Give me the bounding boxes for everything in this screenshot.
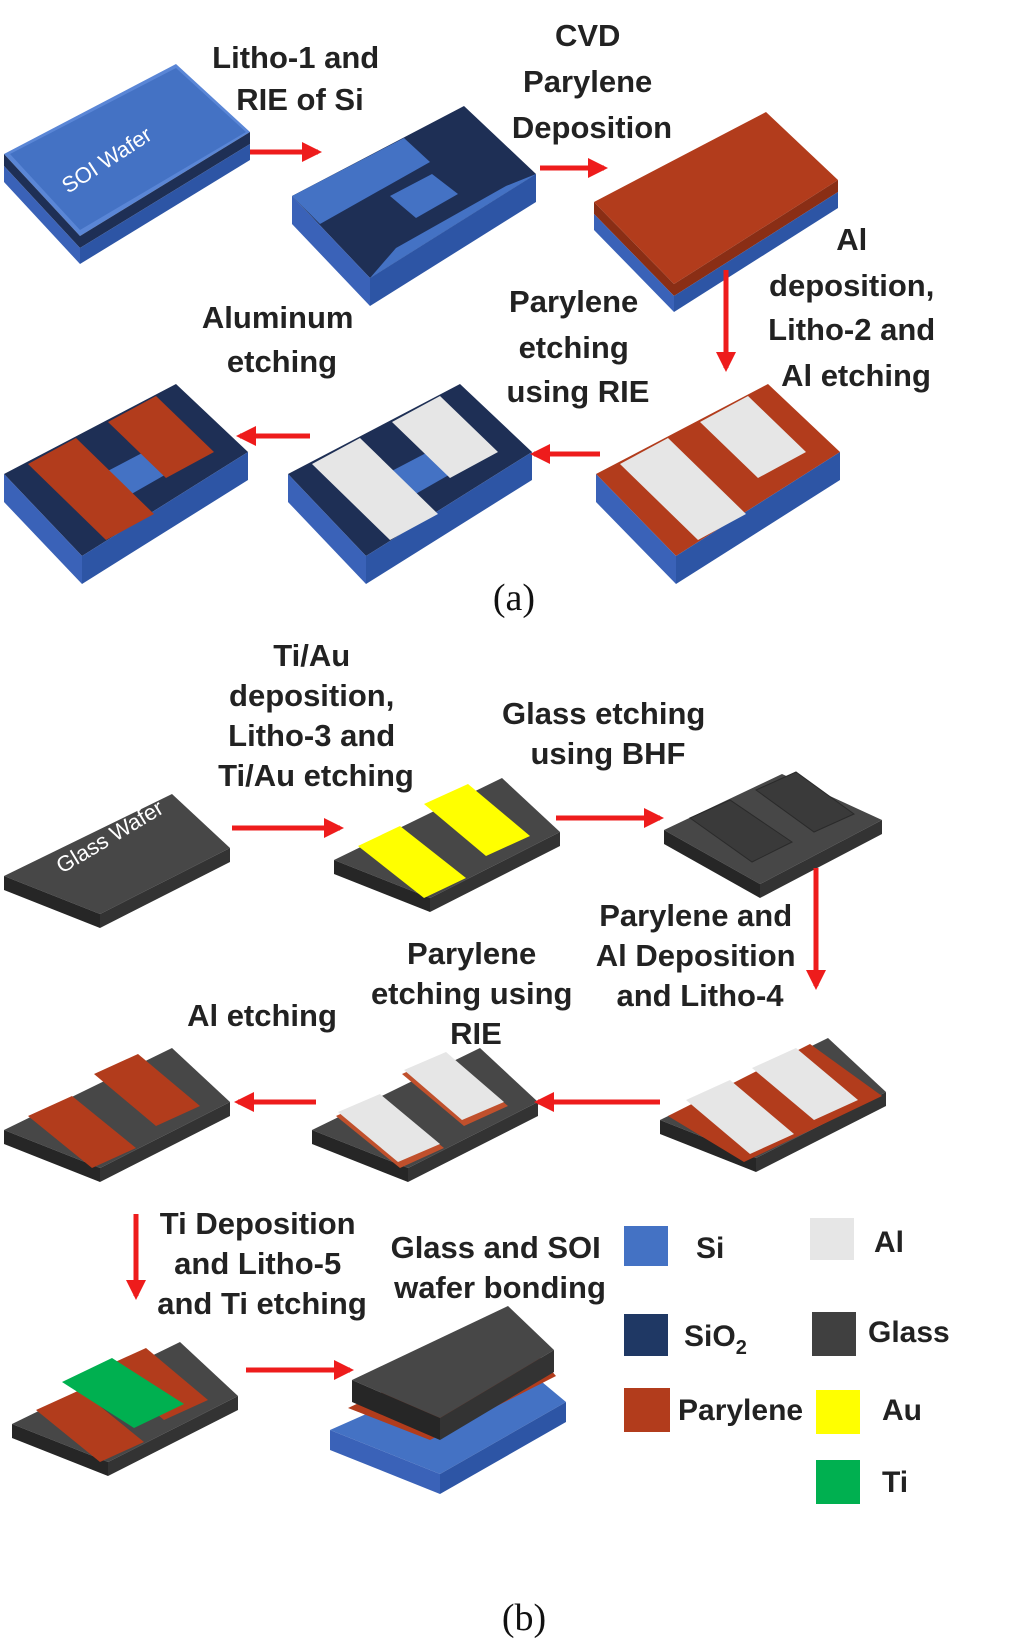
step-label-aluminum-etching: Aluminum etching	[202, 300, 362, 379]
ti-patterned-glass-illustration	[12, 1342, 238, 1476]
legend-label-al: Al	[874, 1226, 904, 1259]
legend-swatch-al	[810, 1218, 854, 1260]
panel-a: SOI Wafer	[4, 18, 944, 619]
step-label-al-deposition: Al deposition, Litho-2 and Al etching	[768, 222, 944, 393]
legend-swatch-glass	[812, 1312, 856, 1356]
au-patterned-glass-illustration	[334, 778, 560, 912]
legend-label-au: Au	[882, 1394, 922, 1427]
step-label-bonding: Glass and SOI wafer bonding	[391, 1230, 610, 1305]
step-label-litho1: Litho-1 and RIE of Si	[212, 40, 388, 117]
legend-label-glass: Glass	[868, 1316, 950, 1349]
step-label-ti-deposition: Ti Deposition and Litho-5 and Ti etching	[157, 1206, 367, 1321]
legend-label-si: Si	[696, 1232, 724, 1265]
legend: Si Al SiO2 Glass Parylene Au Ti	[624, 1218, 950, 1504]
parylene-al-glass-illustration	[660, 1038, 886, 1172]
caption-a: (a)	[493, 577, 535, 619]
bonded-stack-illustration	[330, 1306, 566, 1494]
legend-swatch-sio2	[624, 1314, 668, 1356]
glass-wafer-illustration: Glass Wafer	[4, 794, 230, 928]
step-label-parylene-al: Parylene and Al Deposition and Litho-4	[596, 898, 804, 1013]
step-label-tiau: Ti/Au deposition, Litho-3 and Ti/Au etch…	[218, 638, 414, 793]
soi-wafer-illustration: SOI Wafer	[4, 64, 250, 264]
step-label-al-etching-b: Al etching	[187, 998, 337, 1033]
legend-label-parylene: Parylene	[678, 1394, 803, 1427]
step-label-parylene-rie: Parylene etching using RIE	[507, 284, 650, 409]
aluminum-etched-wafer-illustration	[4, 384, 248, 584]
al-etched-glass-illustration	[4, 1048, 230, 1182]
step-label-parylene-rie-b: Parylene etching using RIE	[371, 936, 581, 1051]
si-etched-wafer-illustration	[292, 106, 536, 306]
legend-swatch-au	[816, 1390, 860, 1434]
step-label-cvd: CVD Parylene Deposition	[512, 18, 672, 145]
legend-swatch-parylene	[624, 1388, 670, 1432]
legend-label-sio2: SiO2	[684, 1320, 747, 1359]
legend-label-ti: Ti	[882, 1466, 908, 1499]
panel-b: Glass Wafer	[4, 638, 886, 1639]
glass-etched-illustration	[664, 771, 882, 898]
parylene-etched-glass-illustration	[312, 1048, 538, 1182]
legend-swatch-si	[624, 1226, 668, 1266]
parylene-etched-wafer-illustration	[288, 384, 532, 584]
caption-b: (b)	[502, 1597, 546, 1639]
step-label-glass-bhf: Glass etching using BHF	[502, 696, 714, 771]
legend-swatch-ti	[816, 1460, 860, 1504]
al-patterned-wafer-illustration	[596, 384, 840, 584]
parylene-coated-wafer-illustration	[594, 112, 838, 312]
